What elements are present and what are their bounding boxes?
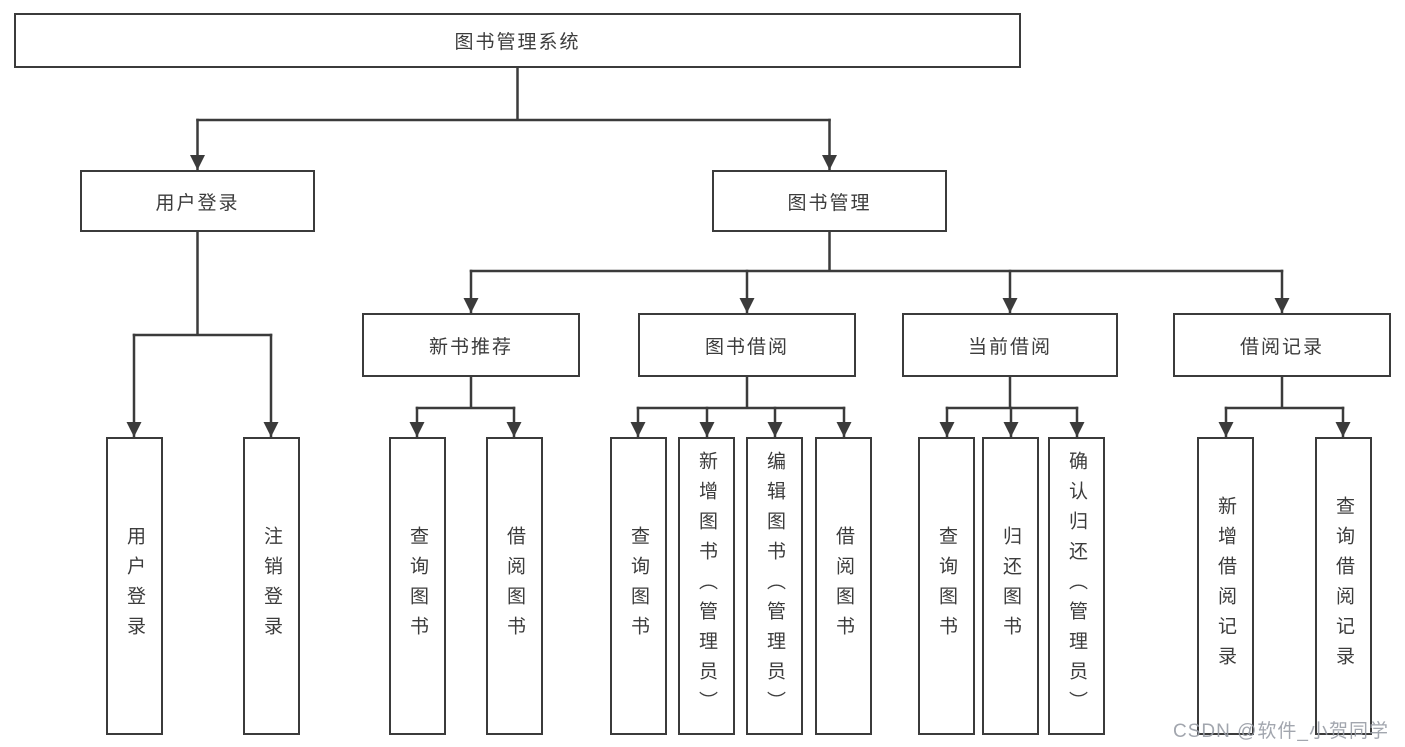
- node-user-login: 用户登录: [80, 170, 315, 232]
- leaf-return-book: 归还图书: [982, 437, 1039, 735]
- leaf-label: 借阅图书: [504, 526, 525, 646]
- node-book-management: 图书管理: [712, 170, 947, 232]
- leaf-label: 用户登录: [124, 526, 145, 646]
- csdn-watermark: CSDN @软件_小贺同学: [1173, 721, 1389, 742]
- node-label: 图书管理: [787, 192, 872, 214]
- node-new-book-recommendation: 新书推荐: [362, 313, 580, 377]
- leaf-label: 新增图书（管理员）: [696, 451, 717, 721]
- node-label: 借阅记录: [1239, 336, 1324, 358]
- leaf-label: 编辑图书（管理员）: [764, 451, 785, 721]
- node-current-borrowing: 当前借阅: [902, 313, 1118, 377]
- leaf-query-books-recommend: 查询图书: [389, 437, 446, 735]
- leaf-label: 查询借阅记录: [1333, 496, 1354, 676]
- leaf-label: 确认归还（管理员）: [1066, 451, 1087, 721]
- node-label: 用户登录: [155, 192, 240, 214]
- leaf-query-borrow-record: 查询借阅记录: [1315, 437, 1372, 735]
- leaf-borrow-books-borrowing: 借阅图书: [815, 437, 872, 735]
- leaf-label: 新增借阅记录: [1215, 496, 1236, 676]
- node-book-borrowing: 图书借阅: [638, 313, 856, 377]
- node-label: 当前借阅: [967, 336, 1052, 358]
- leaf-logout: 注销登录: [243, 437, 300, 735]
- leaf-confirm-return-admin: 确认归还（管理员）: [1048, 437, 1105, 735]
- leaf-query-books-borrowing: 查询图书: [610, 437, 667, 735]
- node-label: 图书借阅: [704, 336, 789, 358]
- leaf-label: 归还图书: [1000, 526, 1021, 646]
- node-library-management-system: 图书管理系统: [14, 13, 1021, 68]
- leaf-add-borrow-record: 新增借阅记录: [1197, 437, 1254, 735]
- node-borrowing-records: 借阅记录: [1173, 313, 1391, 377]
- leaf-edit-book-admin: 编辑图书（管理员）: [746, 437, 803, 735]
- node-label: 新书推荐: [428, 336, 513, 358]
- leaf-label: 查询图书: [628, 526, 649, 646]
- leaf-add-book-admin: 新增图书（管理员）: [678, 437, 735, 735]
- leaf-query-books-current: 查询图书: [918, 437, 975, 735]
- node-label: 图书管理系统: [454, 32, 581, 53]
- leaf-label: 查询图书: [936, 526, 957, 646]
- leaf-label: 注销登录: [261, 526, 282, 646]
- leaf-borrow-books-recommend: 借阅图书: [486, 437, 543, 735]
- leaf-label: 查询图书: [407, 526, 428, 646]
- leaf-user-login: 用户登录: [106, 437, 163, 735]
- leaf-label: 借阅图书: [833, 526, 854, 646]
